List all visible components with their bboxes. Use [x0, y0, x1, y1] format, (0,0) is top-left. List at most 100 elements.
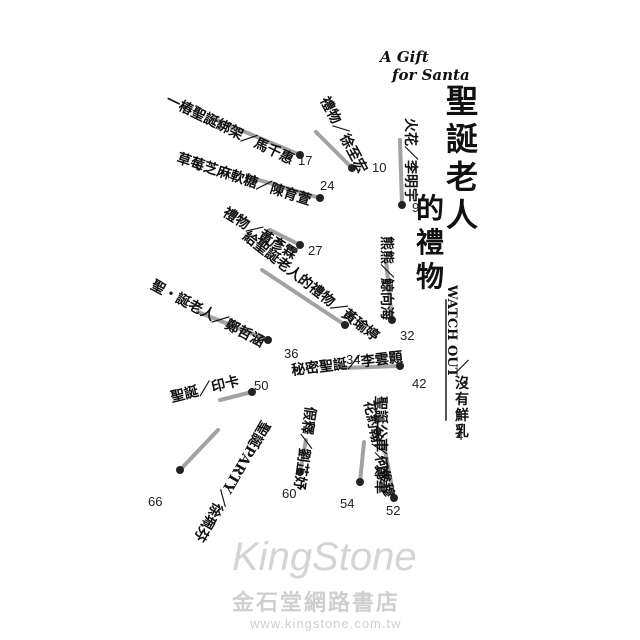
toc-title-author: 聖誕／印卡: [169, 372, 241, 405]
match-stick: [358, 440, 366, 484]
toc-item: 聖・誕老人／鄭哲涵 36: [148, 277, 298, 361]
watermark-chinese: 金石堂網路書店: [231, 590, 400, 616]
sub-title-char: 物: [416, 260, 444, 293]
main-title-char: 誕: [446, 120, 478, 158]
match-head: [396, 362, 404, 370]
sub-title-char: 禮: [416, 226, 444, 259]
toc-title-author: 假釋／劉芷妤: [290, 405, 319, 492]
toc-title: 聖誕: [169, 383, 200, 406]
match-stick: [314, 130, 354, 170]
toc-page-number: 54: [340, 496, 354, 511]
toc-title: 熊熊: [378, 236, 395, 264]
match-head: [264, 336, 272, 344]
match-stick: [218, 390, 254, 402]
sub-title: 的禮物: [416, 192, 444, 293]
match-head: [176, 466, 184, 474]
match-head: [296, 241, 304, 249]
toc-author: 李明宇: [402, 159, 419, 202]
toc-item: 秘密聖誕／李雲顥 42: [290, 348, 426, 391]
toc-author: 陳育萱: [268, 180, 313, 209]
toc-title: 秘密聖誕: [290, 355, 348, 379]
english-title-line2: for Santa: [391, 66, 470, 84]
toc-separator: ／: [330, 119, 351, 139]
match-stick: [178, 428, 220, 472]
match-head: [390, 494, 398, 502]
toc-title-author: 聖誕PARTY／徐珮芬: [190, 418, 273, 545]
match-stick: [260, 268, 347, 327]
toc-author: 馬千惠: [251, 134, 296, 168]
toc-title-author: 熊熊／鯨向海: [378, 236, 395, 320]
match-stick: [382, 443, 396, 500]
match-stick: [384, 258, 394, 322]
toc-title: 一樁聖誕綁架: [163, 91, 246, 143]
toc-page-number: 9: [412, 200, 419, 215]
match-head: [348, 164, 356, 172]
main-title-char: 聖: [446, 82, 478, 120]
toc-author: 徐珮芬: [190, 499, 227, 546]
toc-page-number: 24: [320, 178, 334, 193]
toc-page-number: 36: [284, 346, 298, 361]
series-author-char: 乳: [455, 423, 469, 440]
toc-author: 徐至宏: [336, 130, 371, 176]
english-title-line1: A Gift: [378, 48, 429, 66]
toc-separator: ／: [210, 310, 230, 331]
toc-separator: ／: [196, 380, 213, 399]
toc-title: 聖誕公車: [372, 396, 389, 452]
toc-separator: ／: [255, 177, 273, 197]
toc-title: 火花: [402, 118, 419, 146]
toc-item: 熊熊／鯨向海 32: [378, 236, 414, 343]
series-author-char: ／: [455, 360, 469, 376]
toc-author: 劉芷妤: [290, 446, 313, 492]
toc-title: 假釋: [298, 405, 319, 435]
watermark-brand: KingStone: [232, 535, 417, 579]
match-head: [296, 468, 304, 476]
series-name: WATCH OUT: [444, 284, 459, 378]
match-head: [356, 478, 364, 486]
match-stick: [268, 228, 302, 247]
toc-page-number: 27: [308, 243, 322, 258]
toc-page-number: 10: [372, 160, 386, 175]
toc-page-number: 66: [148, 494, 162, 509]
main-title: 聖誕老人: [446, 82, 478, 234]
toc-title: 草莓芝麻軟糖: [175, 150, 260, 192]
main-title-char: 人: [446, 196, 478, 234]
match-head: [248, 388, 256, 396]
toc-separator: ／: [211, 487, 232, 507]
toc-page-number: 32: [400, 328, 414, 343]
toc-title: 聖誕PARTY: [218, 418, 273, 497]
sub-title-char: 的: [416, 192, 444, 225]
match-head: [316, 194, 324, 202]
toc-item: 聖誕PARTY／徐珮芬 66: [148, 418, 273, 545]
toc-separator: ／: [372, 452, 388, 466]
match-stick: [210, 116, 302, 157]
match-head: [296, 151, 304, 159]
match-stick: [298, 438, 308, 474]
toc-author: 印卡: [210, 372, 241, 395]
toc-author: 鄭哲涵: [222, 316, 267, 351]
toc-separator: ／: [402, 146, 418, 160]
toc-page-number: 17: [298, 153, 312, 168]
match-stick: [340, 364, 402, 370]
series-author-char: 沒: [455, 375, 470, 392]
toc-title-author: 禮物／徐至宏: [316, 94, 370, 176]
toc-item: 聖誕／印卡 50: [169, 372, 269, 405]
toc-title-author: 花約翰／何俊穆: [360, 399, 397, 498]
toc-author: 鄭聿: [372, 466, 389, 494]
match-stick: [196, 310, 270, 342]
toc-author: 鯨向海: [378, 277, 395, 320]
match-head: [398, 201, 406, 209]
toc-page-number: 42: [412, 376, 426, 391]
toc-separator: ／: [239, 129, 259, 150]
toc-page-number: 50: [254, 378, 268, 393]
toc-title-author: 聖・誕老人／鄭哲涵: [148, 277, 267, 351]
toc-page-number: 34: [346, 352, 360, 367]
toc-title-author: 秘密聖誕／李雲顥: [290, 348, 403, 379]
